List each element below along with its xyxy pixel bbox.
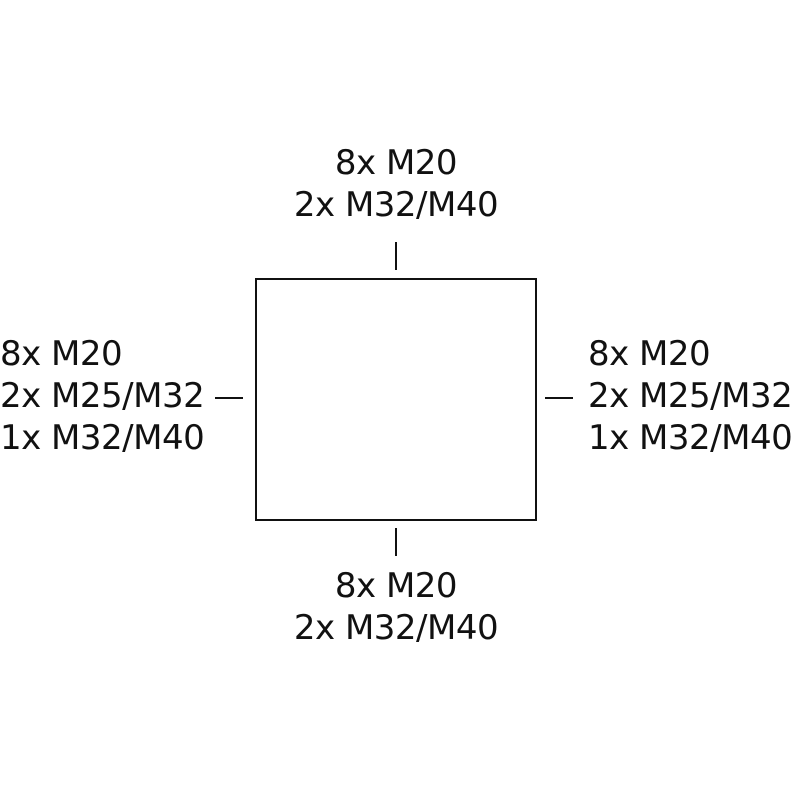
right-entry-line: 2x M25/M32 — [588, 376, 793, 416]
bottom-entry-line: 2x M32/M40 — [293, 608, 499, 648]
bottom-connector-tick — [395, 528, 397, 556]
left-connector-tick — [215, 397, 243, 399]
right-connector-tick — [545, 397, 573, 399]
top-connector-tick — [395, 242, 397, 270]
bottom-entry-label: 8x M20 2x M32/M40 — [246, 565, 546, 649]
left-entry-line: 8x M20 — [0, 334, 123, 374]
top-entry-line: 2x M32/M40 — [293, 185, 499, 225]
bottom-entry-line: 8x M20 — [334, 566, 458, 606]
enclosure-box — [255, 278, 537, 521]
left-entry-line: 2x M25/M32 — [0, 376, 205, 416]
right-entry-line: 1x M32/M40 — [588, 418, 793, 458]
right-entry-label: 8x M20 2x M25/M32 1x M32/M40 — [588, 333, 793, 459]
top-entry-label: 8x M20 2x M32/M40 — [246, 142, 546, 226]
left-entry-line: 1x M32/M40 — [0, 418, 205, 458]
right-entry-line: 8x M20 — [588, 334, 711, 374]
left-entry-label: 8x M20 2x M25/M32 1x M32/M40 — [0, 333, 205, 459]
top-entry-line: 8x M20 — [334, 143, 458, 183]
